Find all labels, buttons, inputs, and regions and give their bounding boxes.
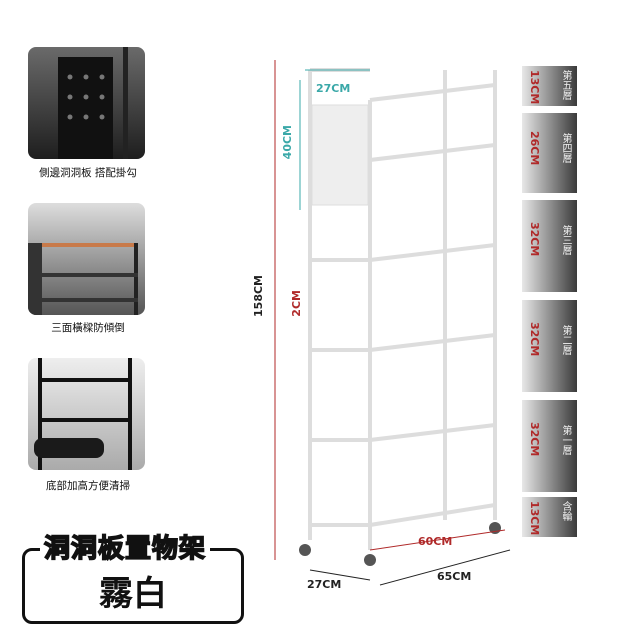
feature-image-pegboard bbox=[28, 47, 145, 159]
product-color: 霧白 bbox=[99, 574, 167, 614]
dim-shelf-width: 60CM bbox=[418, 535, 453, 548]
feature-caption: 三面橫樑防傾倒 bbox=[51, 322, 125, 334]
dim-depth: 27CM bbox=[307, 578, 342, 591]
dim-pegboard-width: 27CM bbox=[316, 82, 351, 95]
feature-caption: 側邊洞洞板 搭配掛勾 bbox=[39, 167, 137, 179]
dim-rail: 2CM bbox=[290, 290, 303, 317]
dim-pegboard-height: 40CM bbox=[281, 125, 294, 160]
feature-caption: 底部加高方便清掃 bbox=[46, 480, 130, 492]
product-name: 洞洞板置物架 bbox=[40, 528, 211, 565]
feature-image-clearance bbox=[28, 358, 145, 470]
dim-total-height: 158CM bbox=[252, 275, 265, 317]
dim-width: 65CM bbox=[437, 570, 472, 583]
rack-diagram bbox=[274, 60, 511, 586]
feature-image-rails bbox=[28, 203, 145, 315]
